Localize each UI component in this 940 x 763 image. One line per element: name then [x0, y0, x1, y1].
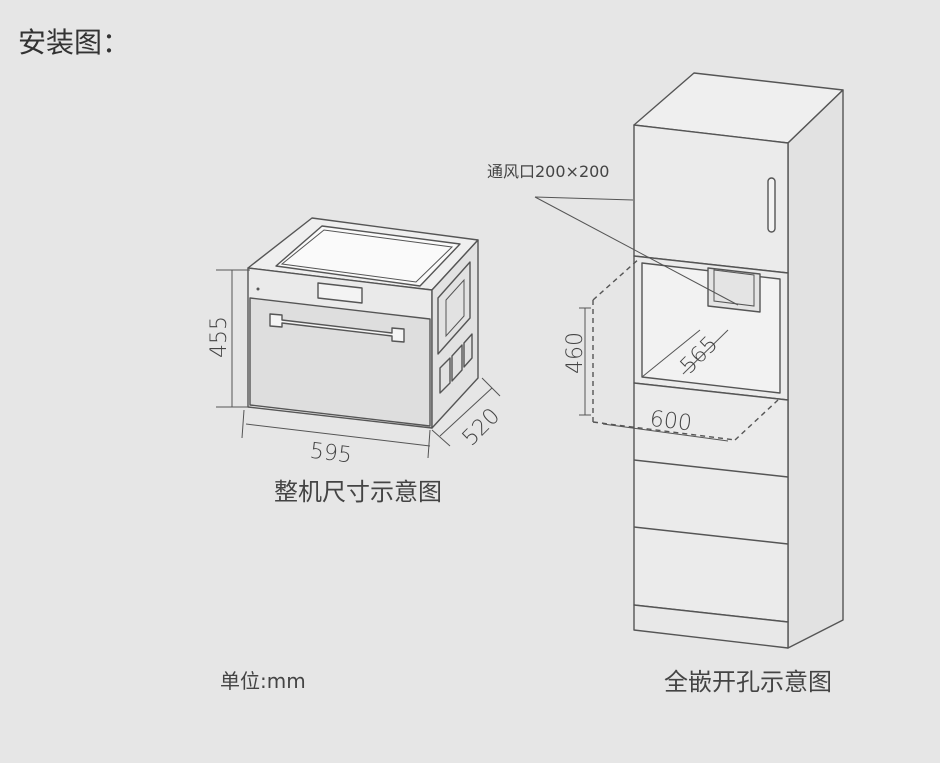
oven-width-dimension: 595 [241, 409, 431, 469]
cutout-bottom-front-edge [592, 421, 736, 441]
cutout-bottom-side-edge [734, 399, 779, 441]
oven-drawing [247, 217, 479, 429]
cabinet-opening-floor-edge [641, 329, 701, 378]
vent-leader-line-1 [534, 196, 634, 201]
cutout-top-edge [592, 257, 641, 301]
oven-height-dimension: 455 [207, 269, 250, 408]
cabinet-diagram-caption: 全嵌开孔示意图 [664, 668, 832, 696]
oven-side-panel-inner [445, 278, 465, 338]
cabinet-drawer-line-1 [633, 459, 789, 478]
oven-height-label: 455 [207, 316, 232, 358]
unit-note: 单位:mm [220, 669, 306, 693]
cabinet-vent-opening [707, 267, 761, 313]
oven-top-glass-inner [280, 229, 454, 283]
cabinet-plinth [633, 604, 789, 649]
oven-display [317, 282, 363, 304]
oven-width-label: 595 [308, 439, 353, 469]
cutout-height-label: 460 [563, 332, 588, 374]
oven-side-panel [437, 261, 471, 355]
cutout-dashed-outline [592, 257, 779, 441]
cabinet-upper-door [633, 124, 789, 274]
cabinet-drawing [633, 72, 844, 649]
oven-width-tick-left [241, 409, 245, 439]
cabinet-door-handle [767, 177, 776, 233]
cutout-width-dimension: 600 [602, 407, 729, 442]
oven-width-tick-right [427, 429, 431, 459]
cabinet-vent-inner [713, 269, 755, 307]
oven-door [249, 297, 431, 427]
oven-depth-tick-back [481, 377, 501, 397]
oven-side-vent-3 [463, 333, 473, 368]
cutout-height-dimension: 460 [563, 307, 591, 416]
oven-depth-tick-front [431, 429, 451, 447]
oven-depth-line [439, 387, 493, 437]
vent-label: 通风口200×200 [487, 162, 610, 181]
cutout-width-line [602, 423, 729, 442]
oven-side-vent-1 [439, 357, 451, 394]
oven-indicator-dot [256, 287, 260, 291]
cabinet-right-side [787, 89, 844, 649]
oven-side-vent-2 [451, 344, 463, 382]
oven-width-line [245, 423, 431, 447]
vent-callout: 通风口200×200 [487, 162, 739, 306]
vent-leader-line-2 [534, 196, 739, 306]
cutout-width-label: 600 [648, 407, 693, 437]
oven-diagram-caption: 整机尺寸示意图 [274, 478, 442, 506]
oven-top-glass [275, 225, 461, 287]
cabinet-drawer-line-2 [633, 526, 789, 545]
cutout-depth-line [682, 329, 729, 375]
page-title: 安装图： [18, 26, 130, 59]
oven-depth-label: 520 [458, 404, 505, 451]
oven-door-handle [269, 313, 405, 343]
